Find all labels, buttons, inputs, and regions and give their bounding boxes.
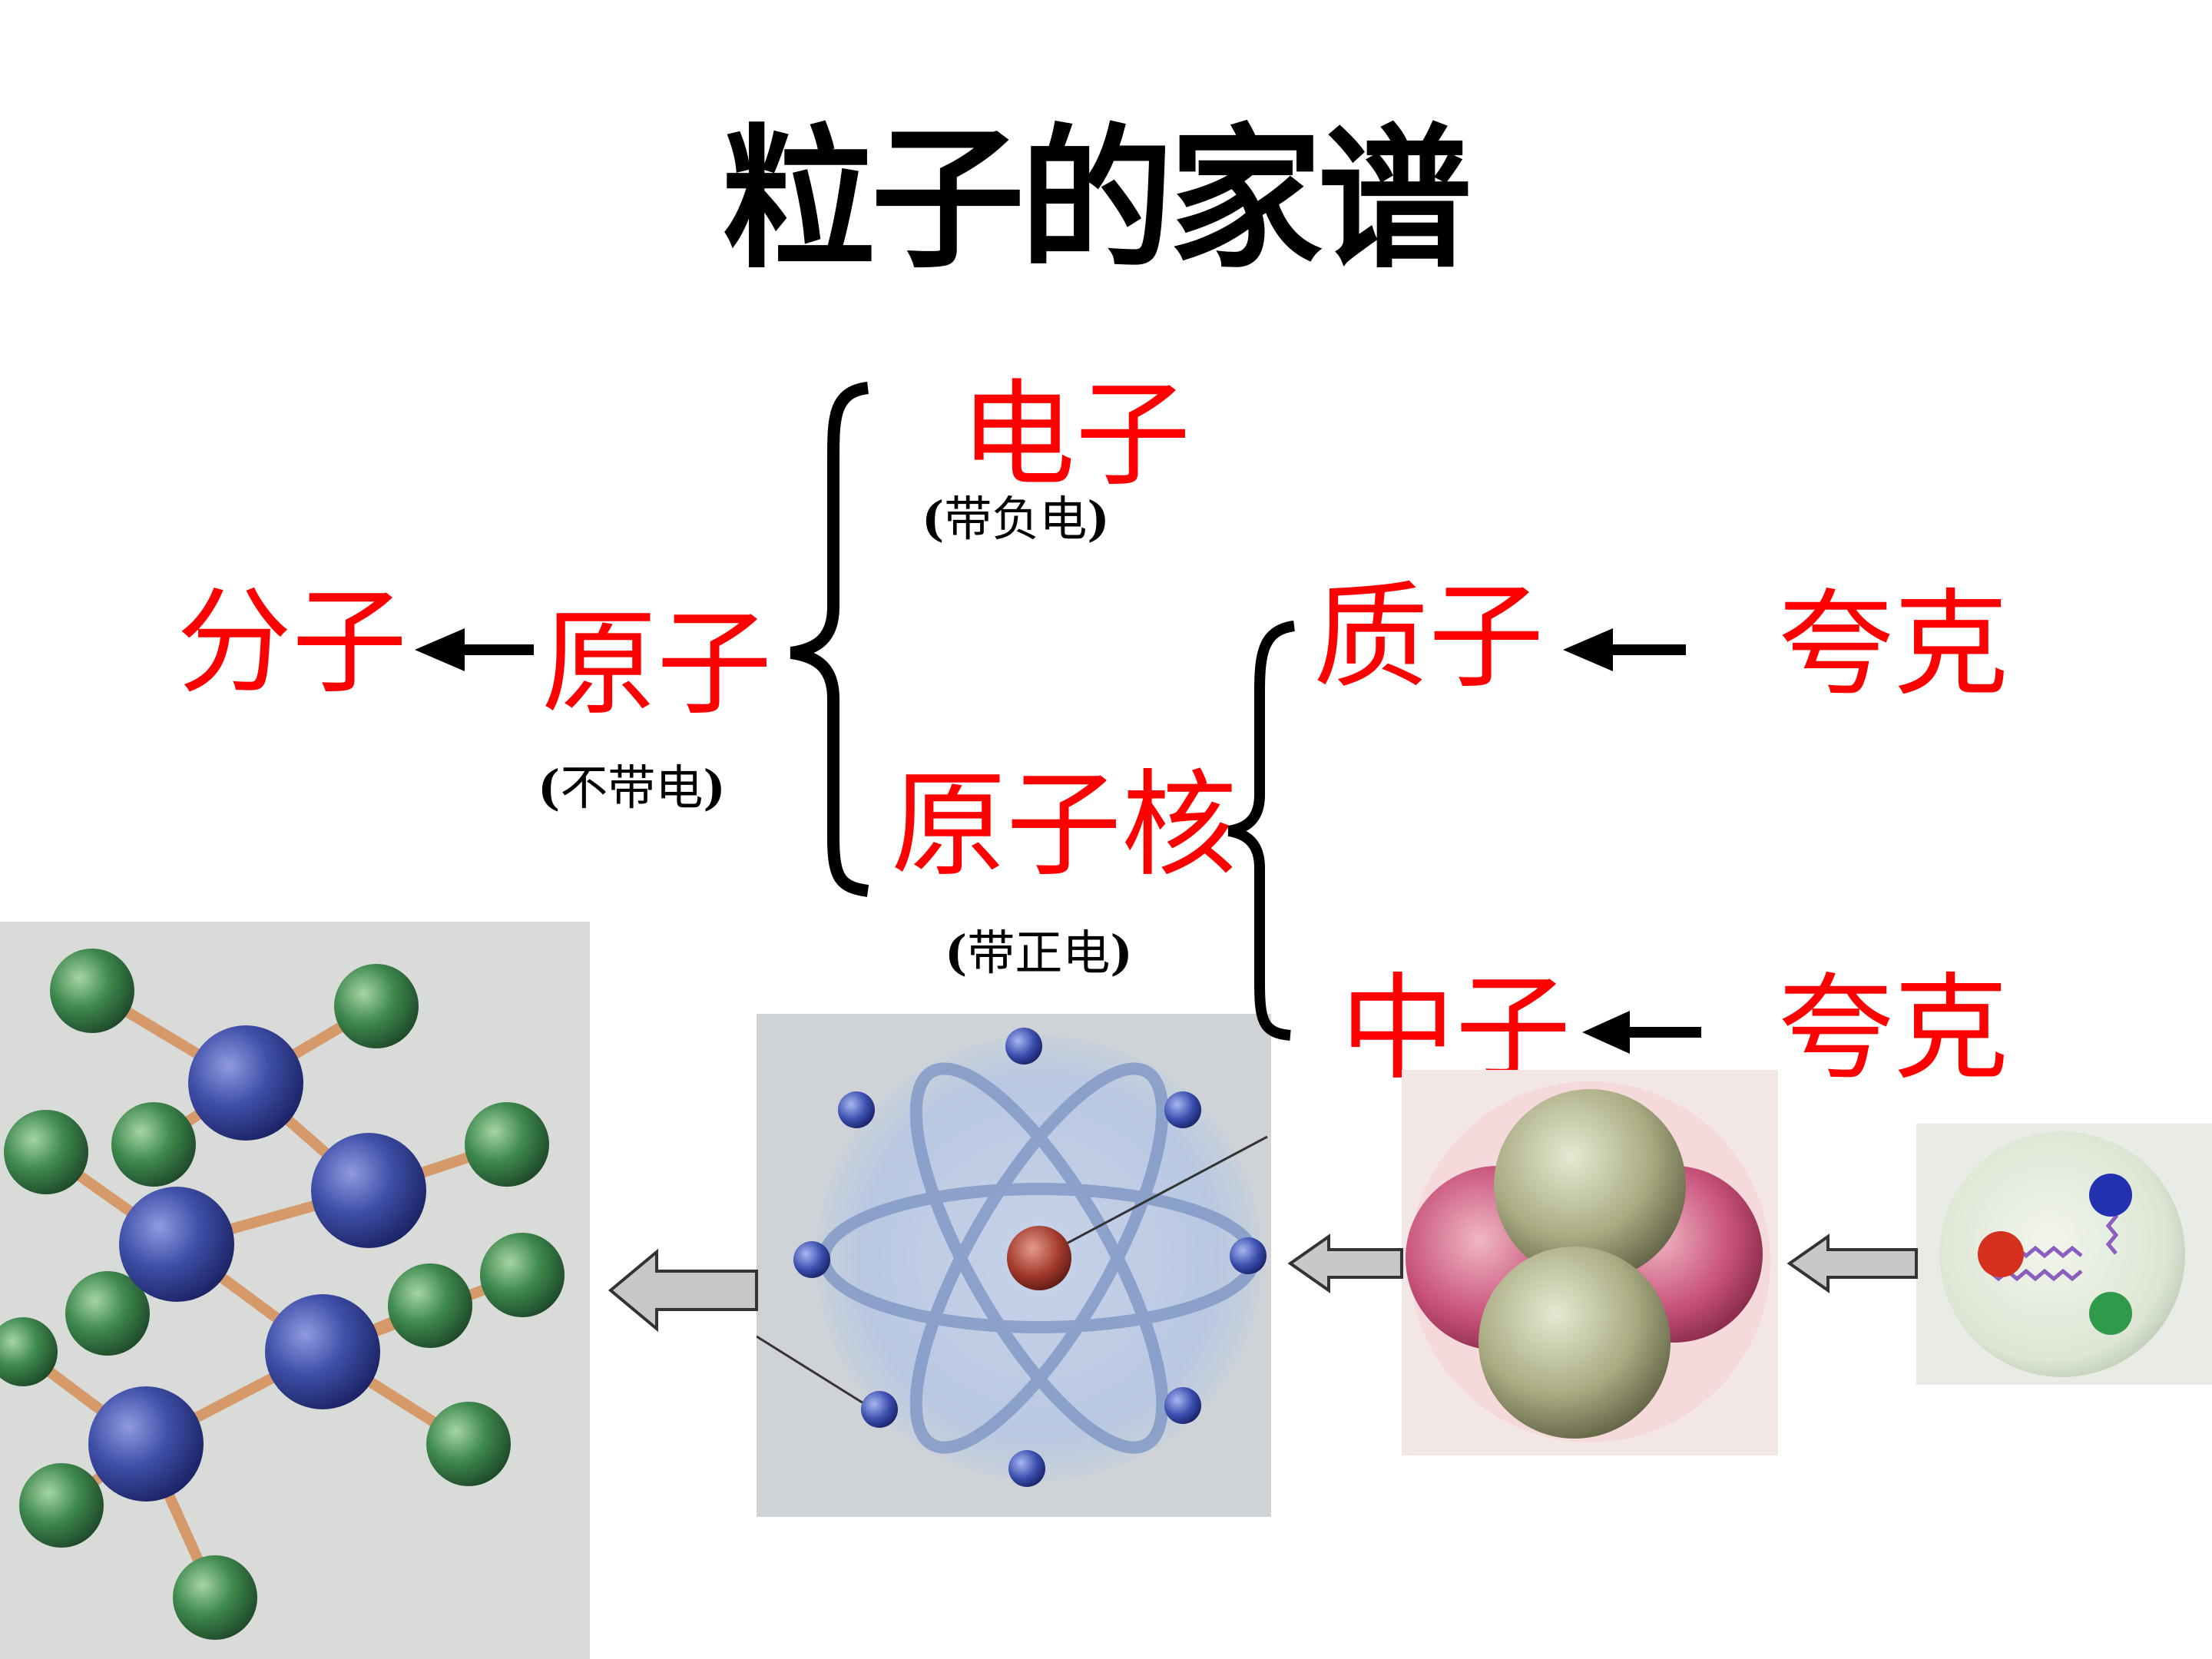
- label-proton: 质子: [1313, 571, 1545, 704]
- hollow-arrow-left-icon: [1786, 1233, 1918, 1293]
- note-nucleus: (带正电): [945, 925, 1133, 981]
- note-electron-text: 带负电: [944, 491, 1088, 547]
- label-electron: 电子: [960, 369, 1191, 502]
- label-molecule: 分子: [177, 576, 408, 710]
- label-neutron: 中子: [1340, 962, 1571, 1096]
- arrow-left-icon: [1563, 628, 1686, 671]
- molecule-image: [0, 922, 590, 1659]
- nucleus-image: [1402, 1070, 1778, 1455]
- label-nucleus: 原子核: [891, 759, 1237, 892]
- curly-brace-icon: [790, 382, 869, 897]
- label-quark-bottom: 夸克: [1778, 962, 2009, 1096]
- quark-image: [1916, 1124, 2212, 1385]
- label-quark-top: 夸克: [1778, 578, 2009, 712]
- label-atom: 原子: [541, 598, 773, 731]
- note-electron: (带负电): [922, 491, 1110, 547]
- arrow-left-icon: [415, 628, 534, 671]
- note-atom: (不带电): [538, 760, 726, 816]
- atom-image: [757, 1014, 1271, 1517]
- page-title: 粒子的家谱: [722, 109, 1472, 290]
- hollow-arrow-left-icon: [1287, 1233, 1403, 1293]
- note-atom-text: 不带电: [560, 760, 704, 816]
- curly-brace-icon: [1227, 621, 1296, 1041]
- note-nucleus-text: 带正电: [967, 925, 1111, 981]
- arrow-left-icon: [1582, 1011, 1701, 1054]
- hollow-arrow-left-icon: [608, 1248, 758, 1333]
